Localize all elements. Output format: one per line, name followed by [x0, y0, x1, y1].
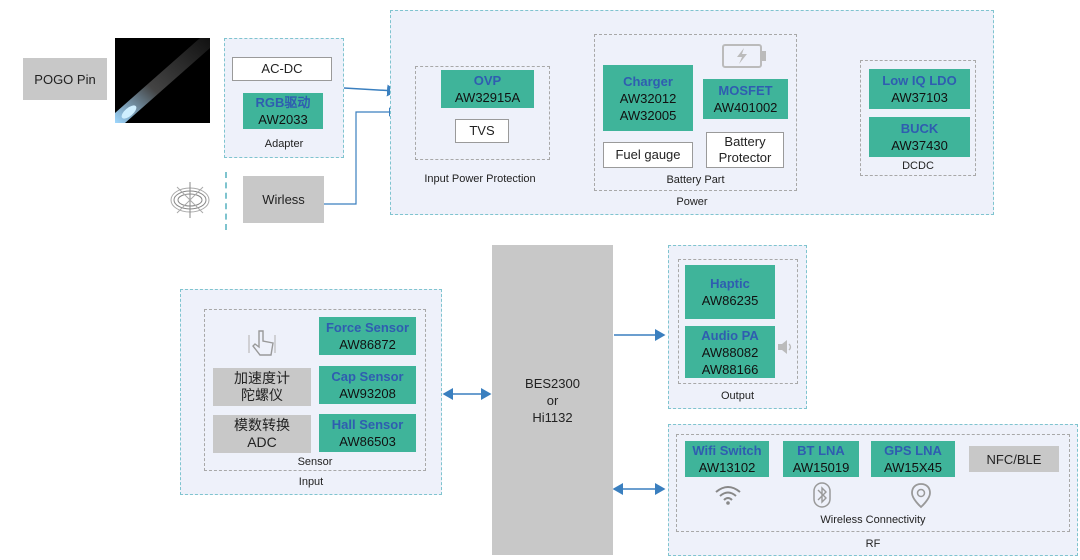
- battery-protector-line-1: Battery: [724, 134, 766, 149]
- battery-protector-box: Battery Protector: [706, 132, 784, 168]
- soc-box: BES2300 or Hi1132: [492, 245, 613, 555]
- audio-pa-box: Audio PA AW88082 AW88166: [685, 326, 775, 378]
- hall-sensor-box: Hall Sensor AW86503: [319, 414, 416, 452]
- ovp-part: AW32915A: [454, 90, 521, 105]
- buck-part: AW37430: [891, 138, 948, 153]
- wireless-connectivity-caption: Wireless Connectivity: [820, 514, 926, 526]
- bt-lna-part: AW15019: [792, 460, 850, 475]
- adc-box: 模数转换 ADC: [213, 415, 311, 453]
- wifi-switch-title: Wifi Switch: [692, 443, 762, 458]
- nfc-ble-box: NFC/BLE: [969, 446, 1059, 472]
- audio-pa-part-1: AW88082: [701, 344, 759, 360]
- bluetooth-icon: [813, 482, 831, 508]
- charger-part-1: AW32012: [619, 90, 677, 106]
- accel-gyro-box: 加速度计 陀螺仪: [213, 368, 311, 406]
- fuel-gauge-box: Fuel gauge: [603, 142, 693, 168]
- wifi-switch-box: Wifi Switch AW13102: [685, 441, 769, 477]
- input-protection-group: [415, 66, 550, 160]
- ovp-box: OVP AW32915A: [441, 70, 534, 108]
- sensor-group: [204, 309, 426, 471]
- touch-gesture-icon: [248, 330, 276, 356]
- tvs-box: TVS: [455, 119, 509, 143]
- pogo-pin-photo: [115, 38, 210, 123]
- ovp-title: OVP: [473, 73, 502, 88]
- battery-icon: [722, 44, 766, 68]
- accel-gyro-line-1: 加速度计: [234, 370, 290, 386]
- location-pin-icon: [911, 483, 931, 509]
- pogo-pin-icon: [115, 38, 210, 123]
- force-sensor-box: Force Sensor AW86872: [319, 317, 416, 355]
- wire-wireless-to-protection: [324, 107, 398, 205]
- haptic-box: Haptic AW86235: [685, 265, 775, 319]
- ldo-part: AW37103: [891, 90, 948, 105]
- battery-protector-line-2: Protector: [718, 150, 772, 165]
- wireless-box: Wirless: [243, 176, 324, 223]
- dcdc-group: [860, 60, 976, 176]
- pogo-pin-text: POGO Pin: [34, 71, 96, 87]
- mosfet-box: MOSFET AW401002: [703, 79, 788, 119]
- pogo-pin-label: POGO Pin: [23, 58, 107, 100]
- haptic-part: AW86235: [701, 293, 759, 308]
- cap-sensor-part: AW93208: [339, 386, 396, 401]
- acdc-box: AC-DC: [232, 57, 332, 81]
- rgb-driver-part: AW2033: [258, 112, 308, 127]
- output-group: [678, 259, 798, 384]
- wireless-coil-icon: [170, 182, 210, 218]
- rgb-driver-box: RGB驱动 AW2033: [243, 93, 323, 129]
- input-protection-caption: Input Power Protection: [424, 173, 536, 185]
- rgb-driver-title: RGB驱动: [255, 95, 311, 110]
- wifi-icon: [715, 486, 741, 505]
- wireless-divider: [225, 172, 227, 230]
- wireless-connectivity-group: [676, 434, 1070, 532]
- cap-sensor-title: Cap Sensor: [331, 369, 404, 384]
- input-caption: Input: [298, 476, 324, 488]
- nfc-ble-label: NFC/BLE: [986, 451, 1042, 467]
- fuel-gauge-label: Fuel gauge: [615, 147, 681, 162]
- mosfet-title: MOSFET: [718, 83, 773, 98]
- gps-lna-box: GPS LNA AW15X45: [871, 441, 955, 477]
- ldo-title: Low IQ LDO: [882, 73, 957, 88]
- buck-title: BUCK: [900, 121, 939, 136]
- hall-sensor-title: Hall Sensor: [331, 417, 404, 432]
- adc-line-1: 模数转换: [234, 417, 290, 433]
- gps-lna-title: GPS LNA: [884, 443, 942, 458]
- mosfet-part: AW401002: [713, 100, 778, 115]
- acdc-label: AC-DC: [261, 61, 303, 76]
- adc-line-2: ADC: [247, 434, 277, 450]
- force-sensor-title: Force Sensor: [325, 320, 410, 335]
- buck-box: BUCK AW37430: [869, 117, 970, 157]
- speaker-icon: [778, 340, 792, 354]
- force-sensor-part: AW86872: [339, 337, 396, 352]
- accel-gyro-line-2: 陀螺仪: [241, 387, 283, 403]
- battery-caption: Battery Part: [666, 174, 725, 186]
- bt-lna-box: BT LNA AW15019: [783, 441, 859, 477]
- wireless-label: Wirless: [262, 192, 305, 207]
- soc-line-2: or: [546, 392, 559, 408]
- charger-title: Charger: [623, 73, 673, 89]
- power-caption: Power: [676, 196, 708, 208]
- soc-line-1: BES2300: [525, 375, 580, 391]
- rf-caption: RF: [865, 538, 881, 550]
- wifi-switch-part: AW13102: [698, 460, 756, 475]
- bt-lna-title: BT LNA: [797, 443, 845, 458]
- audio-pa-part-2: AW88166: [701, 361, 759, 377]
- adapter-caption: Adapter: [264, 138, 304, 150]
- hall-sensor-part: AW86503: [339, 434, 396, 449]
- arrow-adapter-to-protection: [343, 84, 398, 97]
- ldo-box: Low IQ LDO AW37103: [869, 69, 970, 109]
- cap-sensor-box: Cap Sensor AW93208: [319, 366, 416, 404]
- charger-part-2: AW32005: [619, 107, 677, 123]
- sensor-caption: Sensor: [297, 456, 333, 468]
- haptic-title: Haptic: [710, 276, 750, 291]
- tvs-label: TVS: [469, 123, 495, 138]
- battery-group: [594, 34, 797, 191]
- audio-pa-title: Audio PA: [701, 327, 759, 343]
- soc-line-3: Hi1132: [532, 409, 573, 425]
- gps-lna-part: AW15X45: [883, 460, 943, 475]
- output-caption: Output: [720, 390, 755, 402]
- charger-box: Charger AW32012 AW32005: [603, 65, 693, 131]
- dcdc-caption: DCDC: [902, 160, 934, 172]
